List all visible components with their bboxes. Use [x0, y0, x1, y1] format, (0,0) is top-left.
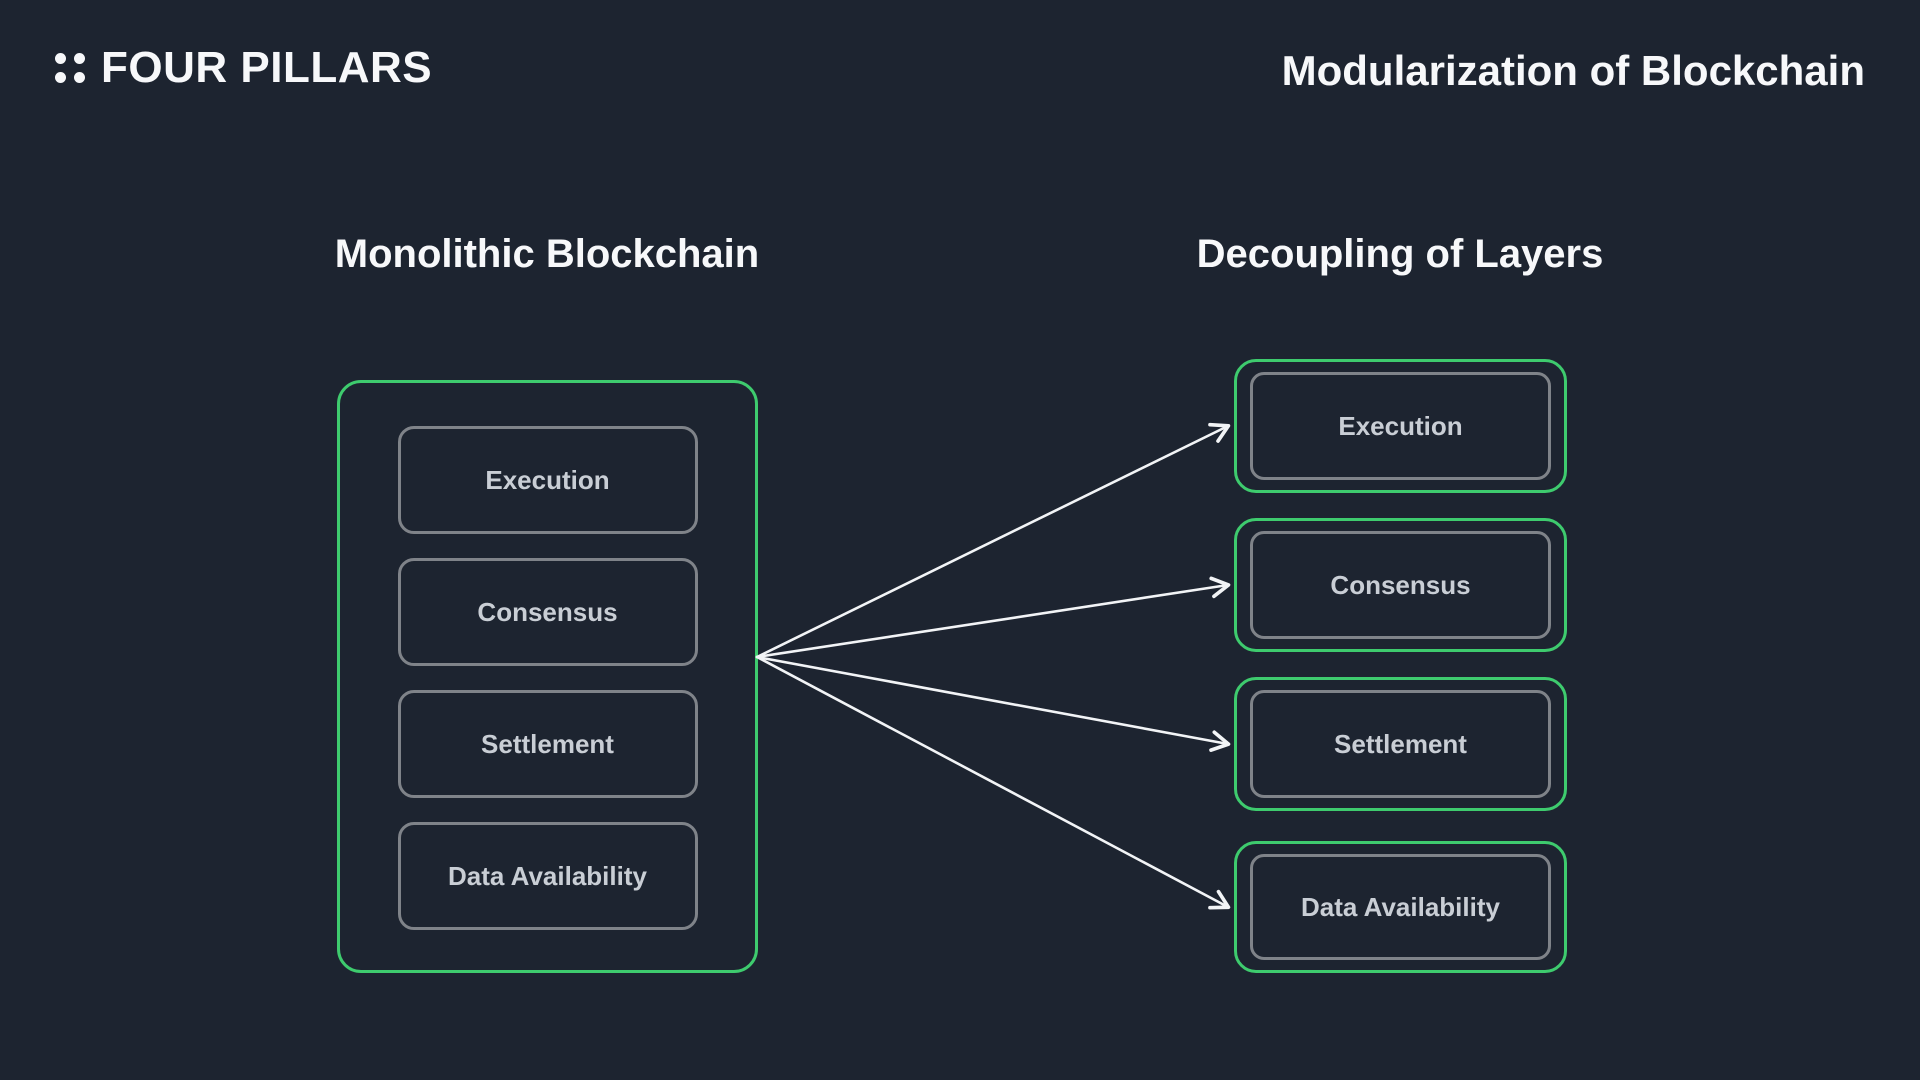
logo-dot	[55, 72, 66, 83]
logo-dot	[55, 53, 66, 64]
decoupling-heading: Decoupling of Layers	[1196, 232, 1604, 276]
logo-dot	[74, 72, 85, 83]
layer-label: Consensus	[1330, 569, 1471, 600]
decoupled-layer-inner: Execution	[1250, 372, 1551, 480]
four-dots-icon	[55, 53, 85, 83]
layer-label: Settlement	[481, 728, 614, 759]
layer-label: Consensus	[477, 596, 618, 627]
arrow-to-execution	[755, 422, 1231, 659]
mono-layer-execution: Execution	[397, 426, 698, 534]
arrow-to-settlement	[755, 655, 1231, 752]
monolithic-heading: Monolithic Blockchain	[334, 232, 760, 276]
layer-label: Settlement	[1334, 728, 1467, 759]
arrow-to-consensus	[755, 576, 1231, 659]
decoupled-layer-inner: Consensus	[1250, 531, 1551, 639]
layer-label: Execution	[1338, 410, 1463, 441]
decoupled-layer-consensus: Consensus	[1234, 518, 1567, 652]
logo-dot	[74, 53, 85, 64]
page-title: Modularization of Blockchain	[1281, 47, 1865, 94]
decoupled-layer-settlement: Settlement	[1234, 677, 1567, 811]
decoupled-layer-inner: Settlement	[1250, 690, 1551, 798]
mono-layer-settlement: Settlement	[397, 690, 698, 798]
decoupled-layer-inner: Data Availability	[1250, 854, 1551, 960]
logo-text: FOUR PILLARS	[101, 43, 433, 92]
decoupled-layer-data-availability: Data Availability	[1234, 841, 1567, 973]
decoupled-layer-execution: Execution	[1234, 359, 1567, 493]
arrow-to-data-availability	[755, 655, 1231, 910]
layer-label: Data Availability	[1301, 891, 1500, 922]
layer-label: Execution	[485, 464, 610, 495]
mono-layer-consensus: Consensus	[397, 558, 698, 666]
mono-layer-data-availability: Data Availability	[397, 822, 698, 930]
layer-label: Data Availability	[448, 860, 647, 891]
four-pillars-logo: FOUR PILLARS	[55, 46, 432, 90]
monolithic-container: Execution Consensus Settlement Data Avai…	[337, 380, 758, 973]
